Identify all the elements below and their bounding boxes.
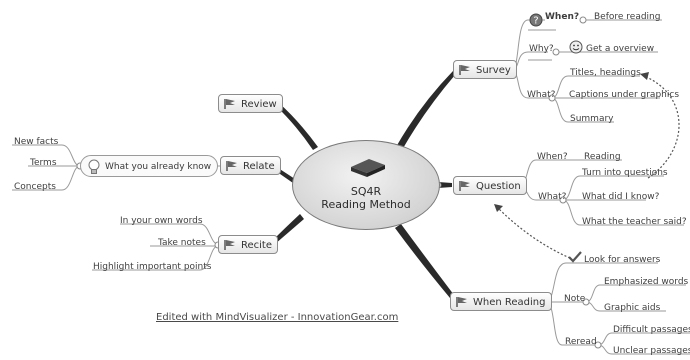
flag-icon — [456, 297, 467, 307]
relate-bubble-label: What you already know — [105, 162, 212, 172]
question-when-value[interactable]: Reading — [584, 152, 621, 162]
when-reading-note-label[interactable]: Note — [564, 294, 586, 304]
node-question-label: Question — [476, 181, 521, 192]
central-title-line1: SQ4R — [350, 185, 382, 198]
svg-text:?: ? — [533, 16, 538, 27]
recite-item-1[interactable]: In your own words — [120, 216, 203, 226]
question-icon: ? — [529, 13, 543, 27]
survey-what-item-3[interactable]: Summary — [570, 114, 614, 124]
node-question[interactable]: Question — [453, 176, 527, 195]
arrowhead-titles — [640, 72, 649, 80]
node-survey[interactable]: Survey — [453, 60, 517, 79]
central-topic[interactable]: SQ4R Reading Method — [292, 140, 440, 230]
flag-icon — [459, 65, 470, 75]
book-icon — [351, 159, 385, 177]
when-reading-reread-item-1[interactable]: Difficult passages — [613, 325, 690, 335]
question-what-item-3[interactable]: What the teacher said? — [582, 217, 687, 227]
node-relate-label: Relate — [243, 161, 275, 172]
when-reading-note-item-2[interactable]: Graphic aids — [604, 303, 661, 313]
node-recite[interactable]: Recite — [218, 235, 279, 254]
when-reading-look[interactable]: Look for answers — [584, 255, 661, 265]
recite-item-3[interactable]: Highlight important points — [93, 262, 212, 272]
footer-credit[interactable]: Edited with MindVisualizer - InnovationG… — [156, 312, 399, 323]
question-what-item-1[interactable]: Turn into questions — [582, 168, 668, 178]
question-what-label[interactable]: What? — [538, 192, 567, 202]
arrowhead-question — [494, 204, 503, 212]
relate-item-1[interactable]: New facts — [14, 137, 59, 147]
question-what-item-2[interactable]: What did I know? — [582, 192, 660, 202]
when-reading-reread-label[interactable]: Reread — [565, 337, 597, 347]
branch-review — [276, 103, 318, 150]
when-reading-reread-item-2[interactable]: Unclear passages — [613, 346, 690, 356]
node-when-reading-label: When Reading — [473, 297, 546, 308]
lightbulb-icon — [88, 159, 100, 174]
branch-recite — [272, 214, 304, 244]
flag-icon — [224, 99, 235, 109]
node-when-reading[interactable]: When Reading — [450, 292, 552, 311]
node-relate[interactable]: Relate — [220, 156, 281, 175]
survey-when-label[interactable]: When? — [545, 12, 580, 22]
relation-arrow-titles-questions — [643, 75, 680, 179]
branch-when-reading — [395, 224, 454, 298]
relation-arrow-look-question — [497, 207, 571, 259]
node-recite-label: Recite — [241, 240, 273, 251]
survey-why-label[interactable]: Why? — [529, 44, 554, 54]
relate-bubble[interactable]: What you already know — [80, 155, 219, 177]
flag-icon — [224, 240, 235, 250]
survey-when-value[interactable]: Before reading — [594, 12, 661, 22]
survey-what-item-2[interactable]: Captions under graphics — [569, 90, 680, 100]
node-review[interactable]: Review — [218, 94, 283, 113]
survey-what-item-1[interactable]: Titles, headings — [570, 68, 641, 78]
branch-survey — [396, 71, 455, 150]
relate-item-2[interactable]: Terms — [30, 158, 57, 168]
flag-icon — [459, 181, 470, 191]
smiley-icon — [569, 40, 583, 54]
node-review-label: Review — [241, 99, 277, 110]
flag-icon — [226, 161, 237, 171]
node-survey-label: Survey — [476, 65, 511, 76]
survey-why-value[interactable]: Get a overview — [586, 44, 655, 54]
relate-item-3[interactable]: Concepts — [14, 182, 56, 192]
survey-what-label[interactable]: What? — [527, 90, 556, 100]
question-when-label[interactable]: When? — [537, 152, 568, 162]
recite-item-2[interactable]: Take notes — [158, 238, 206, 248]
branch-question — [438, 182, 452, 188]
when-reading-note-item-1[interactable]: Emphasized words — [604, 277, 689, 287]
central-title-line2: Reading Method — [321, 198, 411, 211]
checkmark-icon — [568, 251, 582, 263]
